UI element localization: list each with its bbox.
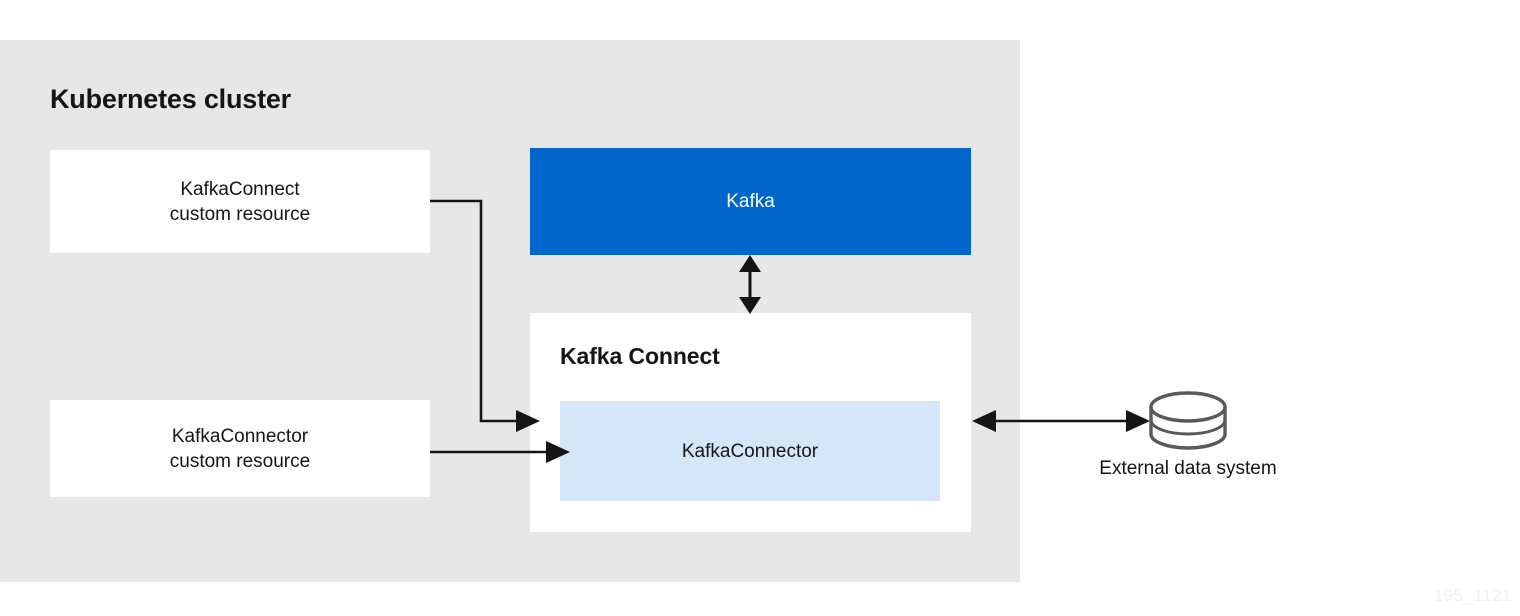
- kafka-connect-box: Kafka Connect KafkaConnector: [530, 313, 971, 532]
- kafkaconnector-inner-label: KafkaConnector: [681, 440, 819, 462]
- kafkaconnect-custom-resource-label: KafkaConnect custom resource: [169, 178, 311, 225]
- kafkaconnector-custom-resource-label: KafkaConnector custom resource: [169, 425, 311, 472]
- kafkaconnect-custom-resource-box: KafkaConnect custom resource: [50, 150, 430, 253]
- kafka-box: Kafka: [530, 148, 971, 255]
- kafka-label: Kafka: [726, 191, 775, 212]
- kafkaconnector-inner-box: KafkaConnector: [560, 401, 940, 501]
- watermark: 195_1121: [1433, 586, 1512, 605]
- kafkaconnector-custom-resource-box: KafkaConnector custom resource: [50, 400, 430, 497]
- external-data-system-cylinder: [1149, 391, 1227, 450]
- external-data-system-label: External data system: [1099, 458, 1277, 479]
- cluster-title: Kubernetes cluster: [50, 84, 291, 114]
- kafka-connect-title: Kafka Connect: [560, 343, 720, 369]
